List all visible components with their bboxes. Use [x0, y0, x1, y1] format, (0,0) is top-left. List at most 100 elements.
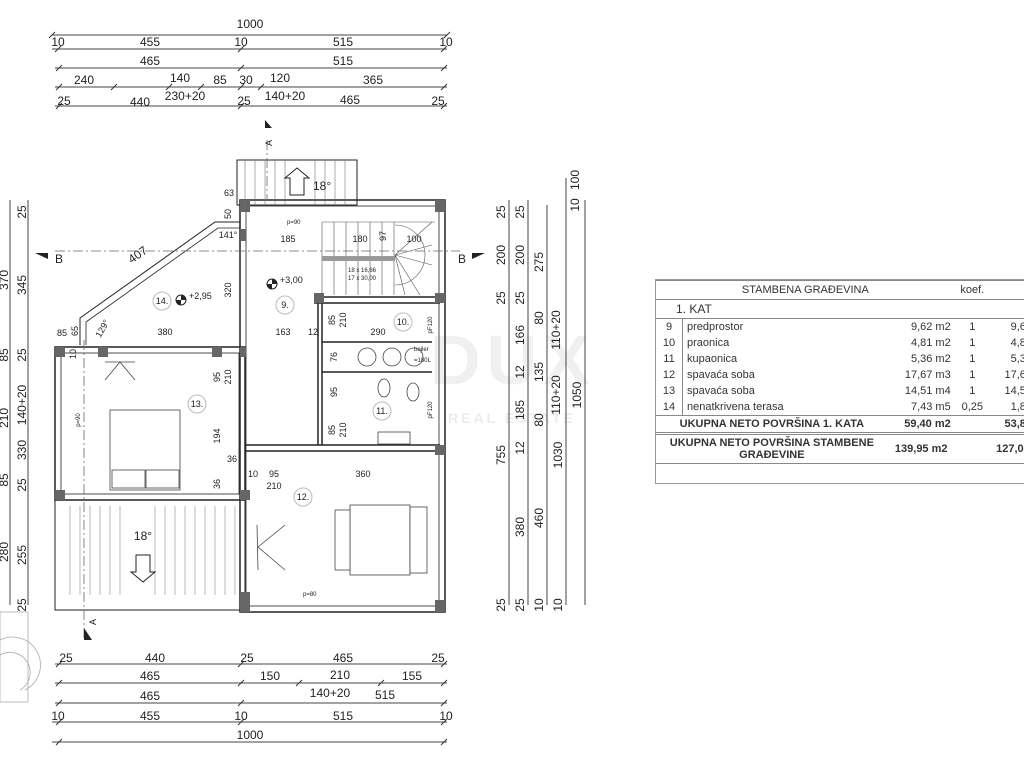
dim-text: 163 — [275, 327, 290, 337]
dim-text: 360 — [355, 469, 370, 479]
dim-text: 30 — [239, 73, 253, 87]
window-label: p=80 — [303, 592, 317, 598]
dim-text: 80 — [532, 413, 546, 427]
slope-arrow-icon — [129, 554, 157, 583]
dim-text: 25 — [513, 205, 527, 219]
dim-text: 25 — [15, 598, 29, 612]
watermark-subtitle: REAL ESTATE — [448, 410, 576, 426]
dim-text: 210 — [223, 369, 233, 384]
dim-text: 345 — [15, 275, 29, 295]
total-area: 139,95 m2 — [887, 433, 955, 464]
boiler-label: =180L — [414, 358, 432, 364]
dim-text: 12 — [513, 365, 527, 379]
dim-text: 25 — [494, 205, 508, 219]
dim-text: 230+20 — [165, 89, 206, 103]
dim-text: 290 — [370, 327, 385, 337]
section-header: 1. KAT — [656, 299, 1024, 319]
row-name: nenatkrivena terasa — [687, 401, 784, 413]
dim-text: 210 — [0, 408, 11, 428]
section-label: B — [55, 252, 63, 266]
dim-text: 85 — [0, 473, 11, 487]
table-row: 14 nenatkrivena terasa 7,43 m5 0,25 1,86 — [656, 399, 1024, 416]
slope-label: 18° — [313, 179, 331, 193]
dim-text: 150 — [260, 669, 280, 683]
window-label: pF120 — [428, 316, 434, 334]
row-no: 13 — [656, 383, 683, 399]
total-label-line2: GRAĐEVINE — [739, 449, 805, 461]
row-coef: 1 — [969, 321, 976, 333]
dim-text: 465 — [140, 689, 160, 703]
dim-text: 370 — [0, 270, 11, 290]
dim-text: 185 — [513, 400, 527, 420]
dim-text: 330 — [15, 440, 29, 460]
room-label-14: 14. — [156, 296, 169, 306]
dim-text: 50 — [223, 209, 233, 219]
dim-text: 80 — [532, 311, 546, 325]
dim-text: 465 — [140, 669, 160, 683]
dim-text: 200 — [513, 245, 527, 265]
dim-text: 85 — [327, 425, 337, 435]
level-marker: +2,95 — [175, 291, 212, 306]
row-no: 11 — [656, 351, 683, 367]
dim-text: 210 — [338, 422, 348, 437]
dim-text: 25 — [15, 348, 29, 362]
stairs-label: 18 x 16,66 — [348, 268, 377, 274]
boiler-label: bojler — [414, 347, 429, 353]
total-label-line1: UKUPNA NETO POVRŠINA STAMBENE — [669, 437, 874, 449]
dim-text: 10 — [51, 709, 65, 723]
dim-text: 10 — [234, 35, 248, 49]
dim-text: 515 — [333, 709, 353, 723]
dim-text: 320 — [223, 282, 233, 297]
dim-text: 97 — [378, 231, 388, 241]
dim-text: 1050 — [570, 381, 584, 408]
dim-text: 25 — [237, 94, 251, 108]
window-label: p=90 — [287, 220, 301, 226]
window-label: p=90 — [76, 413, 82, 427]
row-coef: 1 — [969, 385, 976, 397]
table-row: 13 spavaća soba 14,51 m4 1 14,51 — [656, 383, 1024, 399]
dim-text: 10 — [234, 709, 248, 723]
dim-text: 240 — [74, 73, 94, 87]
dim-text: 100 — [406, 234, 421, 244]
dim-text: 515 — [333, 54, 353, 68]
dim-text: 85 — [57, 328, 67, 338]
dim-text: 140+20 — [265, 89, 306, 103]
room-label-9: 9. — [281, 300, 289, 310]
dim-text: 85 — [0, 348, 11, 362]
partial-stair-drawing — [0, 611, 41, 703]
slope-arrow-icon — [283, 167, 311, 196]
dim-text: 1000 — [237, 728, 264, 742]
dim-text: 755 — [494, 445, 508, 465]
row-name: spavaća soba — [687, 369, 755, 381]
dim-text: 10 — [532, 598, 546, 612]
row-name: predprostor — [687, 321, 744, 333]
table-row: 11 kupaonica 5,36 m2 1 5,36 — [656, 351, 1024, 367]
row-no: 14 — [656, 399, 683, 416]
dim-text: 85 — [327, 315, 337, 325]
dim-text: 25 — [57, 94, 71, 108]
table-row: 12 spavaća soba 17,67 m3 1 17,67 — [656, 367, 1024, 383]
dim-text: 440 — [130, 95, 150, 109]
row-coef: 1 — [969, 353, 976, 365]
dim-text: 140+20 — [310, 686, 351, 700]
total-row: UKUPNA NETO POVRŠINA STAMBENE GRAĐEVINE … — [656, 433, 1024, 464]
window-label: pF120 — [428, 401, 434, 419]
watermark-logo: DUX — [430, 321, 596, 399]
dim-text: 465 — [340, 93, 360, 107]
row-no: 9 — [656, 318, 683, 335]
dim-text: 275 — [532, 252, 546, 272]
dim-text: 407 — [125, 243, 150, 266]
row-net: 14,51 — [1004, 385, 1024, 397]
dim-text: 140 — [170, 71, 190, 85]
dim-text: 185 — [280, 234, 295, 244]
dim-text: 65 — [70, 326, 80, 336]
dim-text: 10 — [439, 709, 453, 723]
dim-text: 25 — [431, 94, 445, 108]
dim-text: 440 — [145, 651, 165, 665]
dim-text: 25 — [240, 651, 254, 665]
dim-text: 10 — [248, 469, 258, 479]
table-title: STAMBENA GRAĐEVINA — [656, 280, 955, 300]
dim-text: 155 — [402, 669, 422, 683]
row-coef: 1 — [969, 337, 976, 349]
